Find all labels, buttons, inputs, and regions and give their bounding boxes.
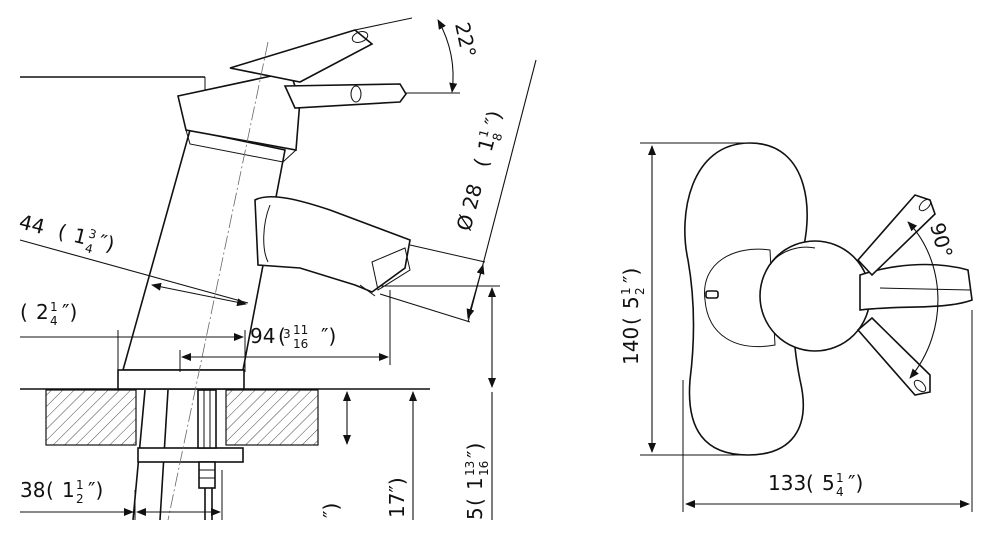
plate-height-label: 140 [619,327,643,365]
diameter-in-whole: 1 [473,136,499,155]
diameter-in-num: 1 [476,128,492,139]
faucet-body [117,29,411,521]
shank-label: 38 [20,478,45,502]
partial-height-b: 17″) [385,477,409,518]
plate-width-in-close: ″) [848,471,863,495]
diameter-in-den: 8 [490,132,506,143]
height-in-num: 13 [463,461,477,476]
angle-22-label: 22° [450,20,481,60]
shank-annotation: 38 ( 1 1 2 ″) [20,470,223,520]
plate-height-in-den: 2 [633,287,647,295]
diameter-label: Ø 28 [452,181,487,233]
setback-in-close: ″) [62,300,77,324]
plate-width-in-open: ( [806,471,814,495]
spout-length-in-open: ( [56,219,69,244]
reach-in-whole: 3 [283,327,291,341]
plate-height-in-num: 1 [619,287,633,295]
reach-label: 94 [250,324,275,348]
height-in-whole: 1 [463,477,487,490]
plate-width-in-whole: 5 [822,471,835,495]
setback-in-den: 4 [50,314,58,328]
reach-in-open: ( [278,324,286,348]
shank-in-whole: 1 [62,478,75,502]
shank-in-close: ″) [88,478,103,502]
diameter-in-open: ( [469,156,494,170]
angle-22-annotation: 22° [354,17,481,94]
height-in-close: ″) [463,443,487,458]
shank-in-open: ( [46,478,54,502]
spout-length-annotation: 44 ( 1 3 4 ″) [17,210,249,307]
height-in-prefix: 5 [463,507,487,520]
height-in-den: 16 [477,461,491,476]
setback-in-open: ( [20,300,28,324]
top-view: 90° 140 ( 5 1 2 ″) 133 ( 5 1 4 ″) [619,142,973,512]
reach-in-num: 11 [293,323,308,337]
reach-in-den: 16 [293,337,308,351]
shank-in-num: 1 [76,478,84,492]
setback-in-whole: 2 [36,300,49,324]
spout-length-in-whole: 1 [71,223,89,249]
plate-height-in-close: ″) [619,268,643,283]
plate-height-in-whole: 5 [619,296,643,309]
height-annotations: ″) 17″) 5 ( 1 13 16 ″) [319,285,500,520]
diameter-in-close: ″) [480,108,507,129]
setback-in-num: 1 [50,300,58,314]
spout-length-in-den: 4 [84,241,95,256]
spout-length-label: 44 [17,210,48,239]
plate-width-in-den: 4 [836,485,844,499]
spout-length-in-num: 3 [87,226,98,241]
plate-width-label: 133 [768,471,806,495]
countertop-section [20,388,430,446]
setback-annotation: ( 2 1 4 ″) [20,300,246,372]
angle-90-label: 90° [925,220,957,260]
height-in-open: ( [463,498,487,506]
reach-in-close: ″) [321,324,336,348]
plate-height-in-open: ( [619,317,643,325]
side-view: 22° Ø 28 ( 1 1 8 ″) 44 ( 1 [17,17,537,521]
shank-in-den: 2 [76,492,84,506]
reach-annotation: 94 ( 11 16 ″) 3 [179,290,391,372]
diameter-28-annotation: Ø 28 ( 1 1 8 ″) [379,59,537,323]
spout-length-in-close: ″) [96,229,117,256]
partial-height-a: ″) [319,503,343,518]
plate-width-in-num: 1 [836,471,844,485]
